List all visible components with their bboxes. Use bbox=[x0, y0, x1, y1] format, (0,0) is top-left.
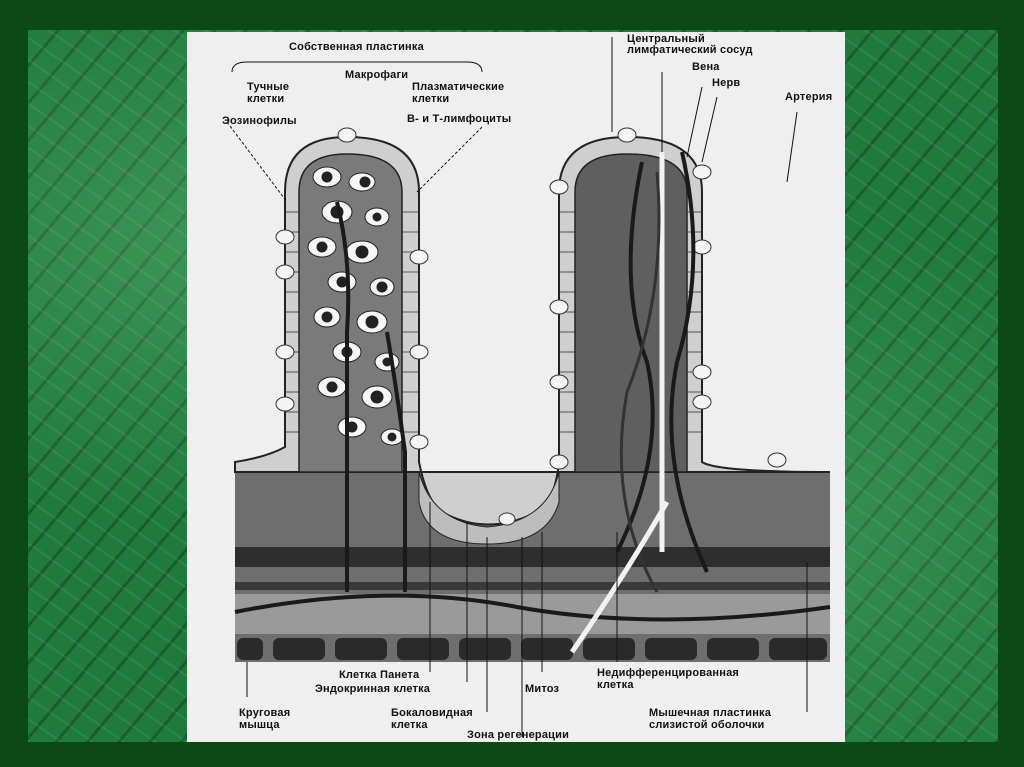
label-paneth-cell: Клетка Панета bbox=[339, 669, 420, 681]
muscularis-band-light bbox=[235, 594, 830, 634]
label-regeneration-zone: Зона регенерации bbox=[467, 729, 570, 741]
goblet-cells bbox=[275, 127, 787, 526]
label-mast-cells-2: клетки bbox=[247, 93, 285, 105]
label-nerve: Нерв bbox=[712, 77, 741, 89]
crypt-base bbox=[418, 471, 560, 545]
label-muscularis-mucosae-2: слизистой оболочки bbox=[649, 719, 765, 731]
left-villus-vessels bbox=[335, 201, 407, 592]
label-lamina-propria: Собственная пластинка bbox=[289, 41, 424, 53]
label-endocrine-cell: Эндокринная клетка bbox=[315, 683, 431, 695]
diagram-panel: Собственная пластинка Макрофаги Тучные к… bbox=[187, 32, 845, 742]
label-plasma-cells-1: Плазматические bbox=[412, 81, 505, 93]
label-undiff-cell-1: Недифференцированная bbox=[597, 667, 740, 679]
label-undiff-cell-2: клетка bbox=[597, 679, 634, 691]
right-villus-vessels bbox=[569, 151, 709, 654]
label-vein: Вена bbox=[692, 61, 720, 73]
submucosa-curve bbox=[234, 593, 831, 622]
label-circular-muscle-1: Круговая bbox=[239, 707, 291, 719]
lamina-propria-cells bbox=[307, 166, 404, 446]
leader-lines bbox=[226, 37, 808, 737]
circular-muscle-blocks bbox=[237, 638, 827, 660]
label-muscularis-mucosae-1: Мышечная пластинка bbox=[649, 707, 772, 719]
label-central-lymph-1: Центральный bbox=[627, 33, 705, 45]
label-eosinophils: Эозинофилы bbox=[222, 115, 297, 127]
muscularis-band-mid bbox=[235, 582, 830, 590]
label-artery: Артерия bbox=[785, 91, 833, 103]
label-macrophages: Макрофаги bbox=[345, 69, 409, 81]
label-circular-muscle-2: мышца bbox=[239, 719, 280, 731]
label-plasma-cells-2: клетки bbox=[412, 93, 450, 105]
label-mast-cells-1: Тучные bbox=[247, 81, 290, 93]
muscularis-band-dark bbox=[235, 547, 830, 567]
label-goblet-cell-2: клетка bbox=[391, 719, 428, 731]
epithelial-cell-borders bbox=[285, 211, 702, 433]
intestinal-villi-diagram bbox=[226, 37, 831, 737]
label-mitosis: Митоз bbox=[525, 683, 560, 695]
label-goblet-cell-1: Бокаловидная bbox=[391, 707, 473, 719]
label-central-lymph-2: лимфатический сосуд bbox=[627, 44, 753, 56]
label-lymphocytes: В- и Т-лимфоциты bbox=[407, 113, 512, 125]
